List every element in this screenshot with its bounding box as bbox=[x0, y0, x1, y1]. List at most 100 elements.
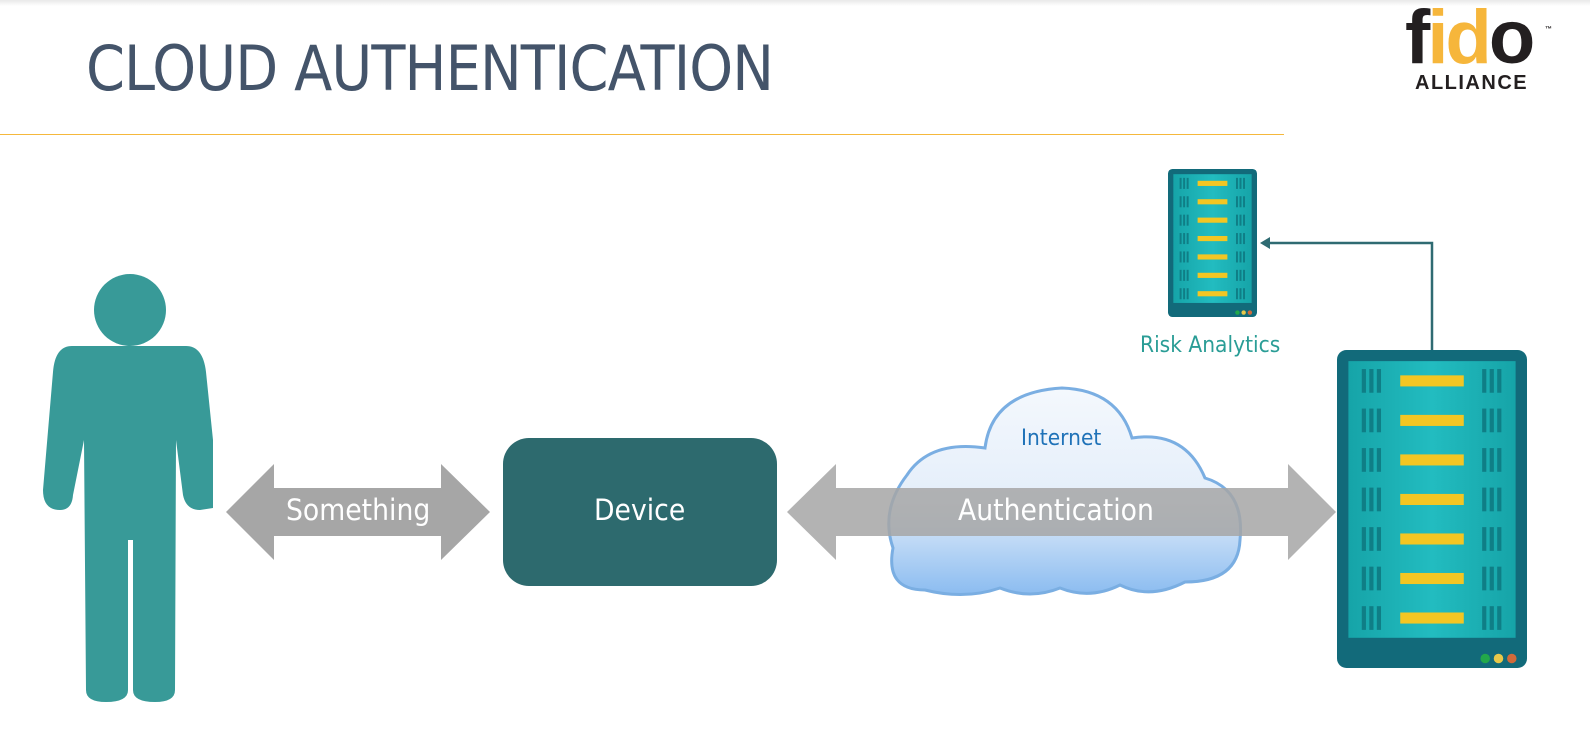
server-vent bbox=[1489, 448, 1494, 472]
server-drive-slot bbox=[1197, 217, 1228, 223]
internet-label: Internet bbox=[1021, 426, 1102, 451]
server-vent bbox=[1376, 527, 1382, 551]
server-rack-icon bbox=[1337, 350, 1527, 668]
server-vent bbox=[1183, 288, 1186, 300]
server-vent bbox=[1239, 196, 1242, 208]
fido-alliance-logo: fido ™ ALLIANCE bbox=[1405, 0, 1555, 98]
server-vent bbox=[1235, 214, 1238, 226]
server-vent bbox=[1376, 566, 1382, 591]
server-vent bbox=[1243, 251, 1246, 263]
logo-letter-f: f bbox=[1405, 0, 1430, 80]
server-vent bbox=[1186, 196, 1189, 208]
server-drive-slot bbox=[1197, 272, 1228, 278]
server-vent bbox=[1361, 487, 1366, 512]
server-vent bbox=[1361, 408, 1366, 433]
server-vent bbox=[1183, 269, 1186, 281]
server-vent bbox=[1235, 177, 1238, 189]
server-vent bbox=[1369, 566, 1374, 591]
server-vent bbox=[1497, 527, 1502, 551]
server-vent bbox=[1243, 288, 1246, 300]
status-led-green bbox=[1480, 653, 1490, 664]
server-vent bbox=[1489, 566, 1494, 591]
server-vent bbox=[1376, 408, 1382, 433]
page-title: CLOUD AUTHENTICATION bbox=[86, 32, 774, 105]
server-vent bbox=[1186, 251, 1189, 263]
server-vent bbox=[1183, 196, 1186, 208]
server-vent bbox=[1179, 196, 1182, 208]
server-vent bbox=[1497, 487, 1502, 512]
status-led-yellow bbox=[1241, 310, 1246, 315]
authentication-arrow bbox=[787, 464, 1336, 560]
server-vent bbox=[1369, 448, 1374, 472]
server-vent bbox=[1376, 448, 1382, 472]
server-vent bbox=[1183, 251, 1186, 263]
device-box[interactable] bbox=[503, 438, 777, 586]
something-label: Something bbox=[286, 493, 431, 527]
server-drive-slot bbox=[1400, 493, 1464, 505]
status-led-green bbox=[1235, 310, 1240, 315]
server-vent bbox=[1376, 606, 1382, 630]
title-divider bbox=[0, 134, 1284, 135]
server-vent bbox=[1179, 251, 1182, 263]
trademark-mark: ™ bbox=[1545, 26, 1552, 33]
server-vent bbox=[1489, 408, 1494, 433]
server-vent bbox=[1179, 177, 1182, 189]
server-vent bbox=[1482, 369, 1487, 393]
server-drive-slot bbox=[1400, 572, 1464, 585]
server-vent bbox=[1235, 233, 1238, 245]
risk-analytics-label: Risk Analytics bbox=[1140, 333, 1281, 358]
server-vent bbox=[1482, 527, 1487, 551]
authentication-label: Authentication bbox=[958, 493, 1154, 527]
server-vent bbox=[1369, 487, 1374, 512]
logo-letter-o: o bbox=[1488, 0, 1535, 80]
server-vent bbox=[1239, 214, 1242, 226]
server-drive-slot bbox=[1400, 375, 1464, 387]
server-vent bbox=[1186, 214, 1189, 226]
server-drive-slot bbox=[1197, 180, 1228, 186]
logo-wordmark: fido bbox=[1405, 0, 1535, 76]
server-drive-slot bbox=[1400, 533, 1464, 545]
server-vent bbox=[1243, 177, 1246, 189]
server-drive-slot bbox=[1400, 454, 1464, 466]
status-led-orange bbox=[1247, 310, 1253, 315]
risk-connector-arrow bbox=[1260, 237, 1434, 350]
server-vent bbox=[1482, 487, 1487, 512]
server-vent bbox=[1482, 566, 1487, 591]
server-vent bbox=[1235, 196, 1238, 208]
server-vent bbox=[1376, 487, 1382, 512]
server-vent bbox=[1489, 369, 1494, 393]
server-vent bbox=[1361, 448, 1366, 472]
server-drive-slot bbox=[1197, 254, 1228, 260]
device-label: Device bbox=[594, 493, 686, 527]
server-vent bbox=[1489, 606, 1494, 630]
server-vent bbox=[1482, 606, 1487, 630]
server-vent bbox=[1482, 408, 1487, 433]
server-drive-slot bbox=[1197, 199, 1228, 205]
server-vent bbox=[1179, 233, 1182, 245]
server-vent bbox=[1376, 369, 1382, 393]
server-vent bbox=[1243, 214, 1246, 226]
server-drive-slot bbox=[1400, 612, 1464, 624]
server-vent bbox=[1186, 177, 1189, 189]
server-vent bbox=[1186, 288, 1189, 300]
server-vent bbox=[1497, 606, 1502, 630]
server-vent bbox=[1186, 233, 1189, 245]
server-vent bbox=[1361, 369, 1366, 393]
server-vent bbox=[1482, 448, 1487, 472]
server-drive-slot bbox=[1197, 235, 1228, 242]
server-vent bbox=[1183, 233, 1186, 245]
server-vent bbox=[1239, 288, 1242, 300]
server-vent bbox=[1361, 606, 1366, 630]
server-vent bbox=[1179, 214, 1182, 226]
server-vent bbox=[1235, 288, 1238, 300]
risk-analytics-server-icon bbox=[1168, 169, 1257, 317]
status-led-yellow bbox=[1493, 653, 1504, 664]
server-vent bbox=[1497, 369, 1502, 393]
server-vent bbox=[1361, 566, 1366, 591]
server-drive-slot bbox=[1400, 414, 1464, 426]
status-led-orange bbox=[1507, 653, 1517, 664]
server-vent bbox=[1239, 177, 1242, 189]
top-shade bbox=[0, 0, 1590, 6]
server-vent bbox=[1361, 527, 1366, 551]
server-vent bbox=[1239, 251, 1242, 263]
